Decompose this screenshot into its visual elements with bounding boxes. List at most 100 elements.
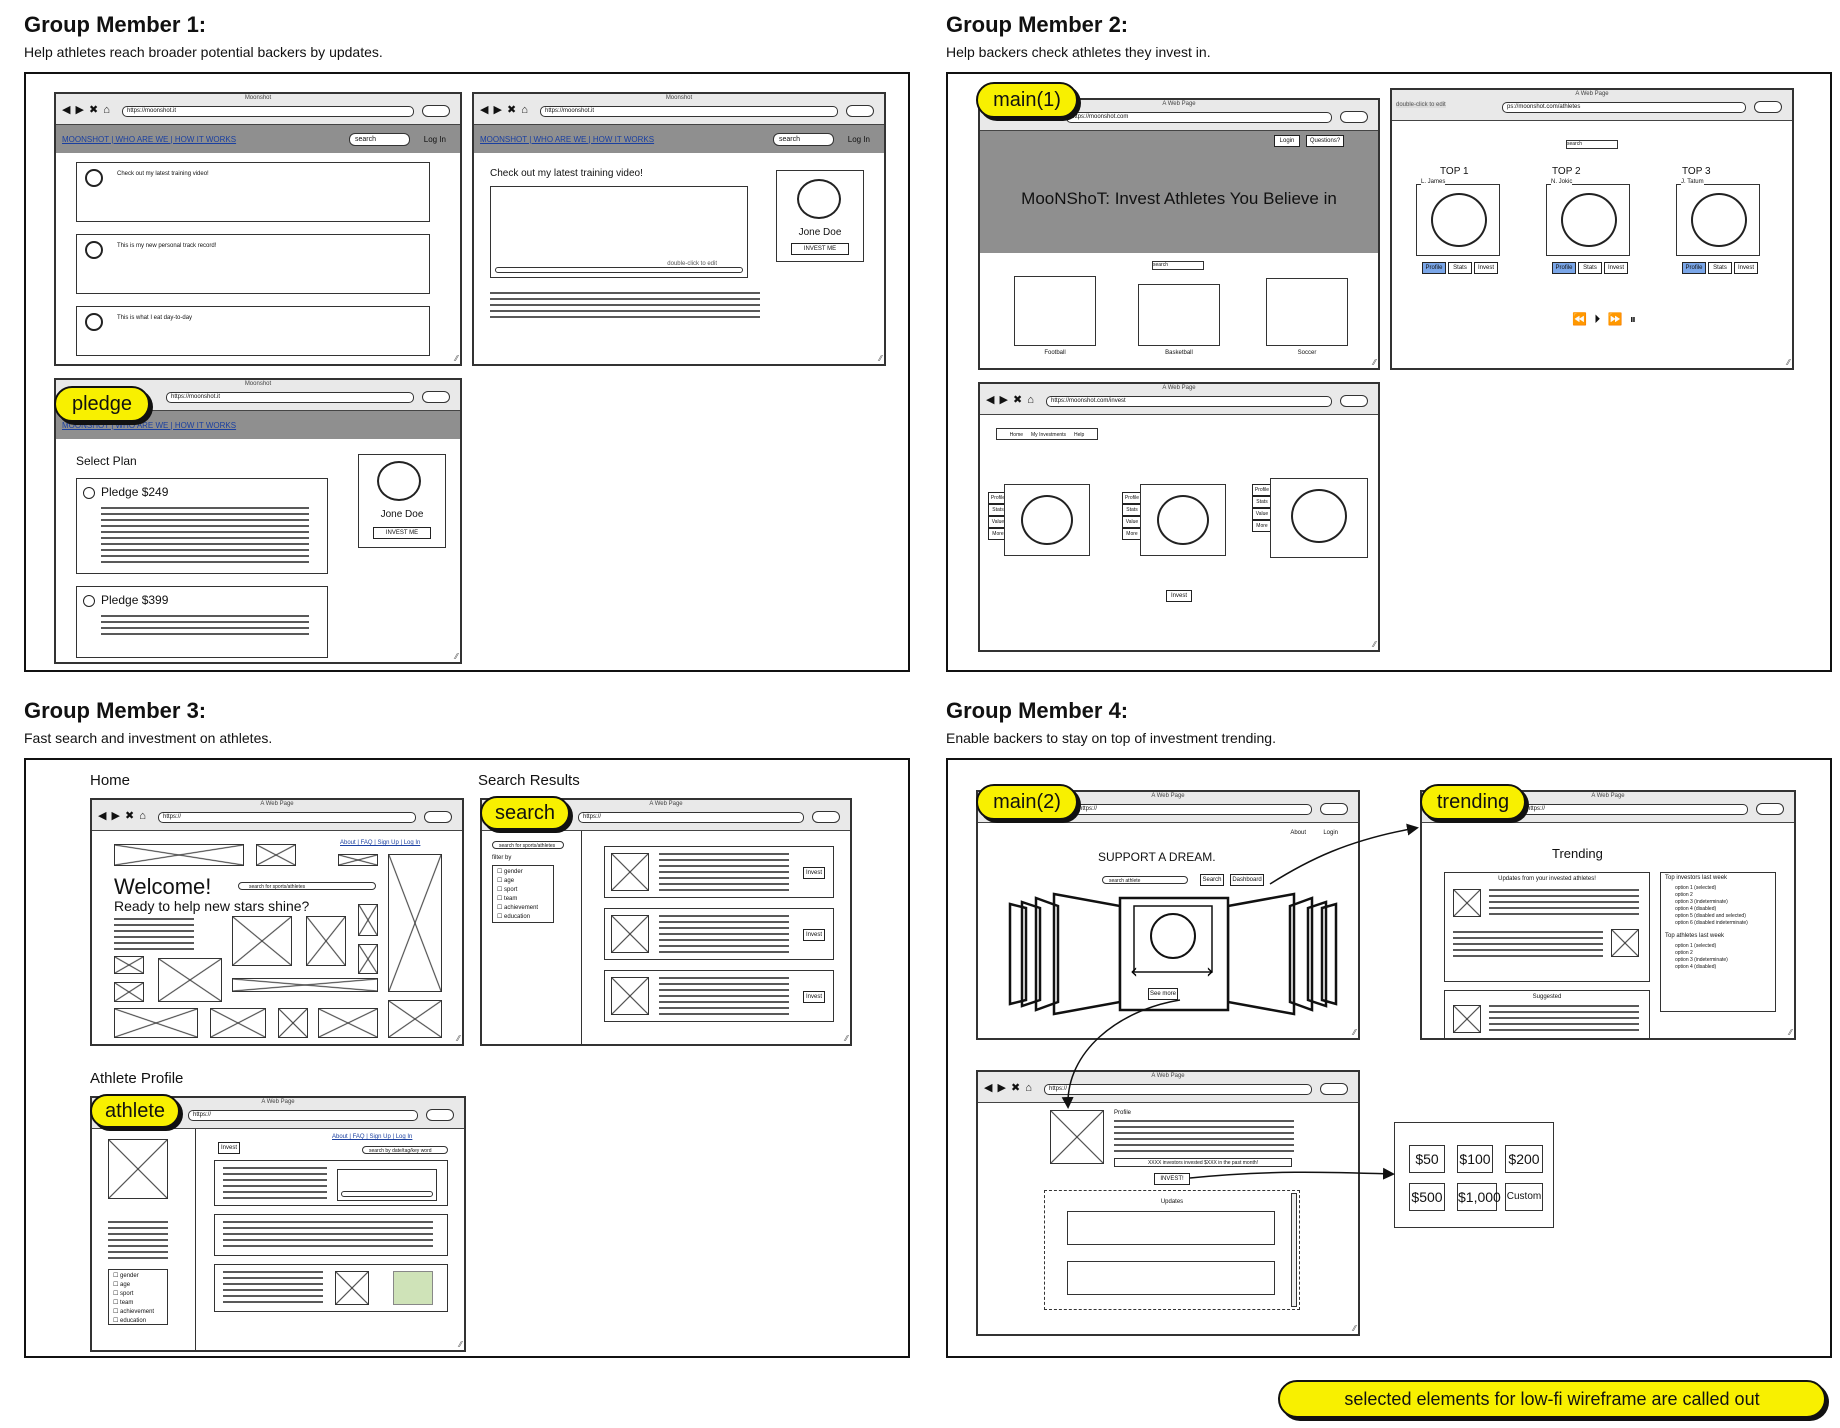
resize-grip-icon[interactable]: ⁄⁄ bbox=[1373, 640, 1376, 649]
investment-athlete-card[interactable] bbox=[1004, 484, 1090, 556]
amount-option[interactable]: Custom bbox=[1505, 1183, 1543, 1211]
filter-option[interactable]: ☐ education bbox=[497, 914, 531, 920]
side-tab[interactable]: Value bbox=[1122, 516, 1142, 528]
filter-option[interactable]: ☐ team bbox=[113, 1300, 134, 1306]
pledge-option-card[interactable]: Pledge $399 bbox=[76, 586, 328, 658]
feed-post-card[interactable]: Check out my latest training video! bbox=[76, 162, 430, 222]
update-card[interactable] bbox=[1067, 1211, 1275, 1245]
browser-search-button[interactable] bbox=[812, 811, 840, 823]
browser-search-button[interactable] bbox=[1320, 803, 1348, 815]
filter-option[interactable]: ☐ sport bbox=[497, 887, 518, 893]
menu-home[interactable]: Home bbox=[1009, 432, 1024, 438]
leaderboard-option[interactable]: option 4 (disabled) bbox=[1675, 906, 1717, 912]
browser-nav-icons[interactable]: ◀ ▶ ✖ ⌂ bbox=[986, 394, 1035, 406]
video-player[interactable]: double-click to edit bbox=[490, 186, 748, 278]
search-input[interactable]: search bbox=[1566, 140, 1618, 149]
browser-search-button[interactable] bbox=[422, 105, 450, 117]
resize-grip-icon[interactable]: ⁄⁄ bbox=[1373, 358, 1376, 367]
tab-stats[interactable]: Stats bbox=[1448, 262, 1472, 274]
url-field[interactable]: https:// bbox=[188, 1110, 418, 1121]
leaderboard-option[interactable]: option 1 (selected) bbox=[1675, 885, 1717, 891]
sport-tile[interactable] bbox=[1266, 278, 1348, 346]
url-field[interactable]: https:// bbox=[578, 812, 804, 823]
sport-tile[interactable] bbox=[1014, 276, 1096, 346]
side-tab[interactable]: Stats bbox=[1122, 504, 1142, 516]
scrollbar[interactable] bbox=[1291, 1193, 1297, 1307]
filter-option[interactable]: ☐ education bbox=[113, 1318, 147, 1324]
side-tab[interactable]: Stats bbox=[1252, 496, 1272, 508]
search-result-card[interactable]: Invest bbox=[604, 908, 834, 960]
tab-invest[interactable]: Invest bbox=[1474, 262, 1498, 274]
url-field[interactable]: https://moonshot.it bbox=[122, 106, 414, 117]
resize-grip-icon[interactable]: ⁄⁄ bbox=[459, 1340, 462, 1349]
browser-nav-icons[interactable]: ◀ ▶ ✖ ⌂ bbox=[984, 1082, 1033, 1094]
amount-option[interactable]: $200 bbox=[1505, 1145, 1543, 1173]
amount-option[interactable]: $100 bbox=[1457, 1145, 1493, 1173]
radio-button[interactable] bbox=[83, 595, 95, 607]
leaderboard-option[interactable]: option 1 (selected) bbox=[1675, 943, 1717, 949]
amount-option[interactable]: $500 bbox=[1409, 1183, 1445, 1211]
see-more-button[interactable]: See more bbox=[1148, 988, 1178, 1000]
browser-search-button[interactable] bbox=[426, 1109, 454, 1121]
site-nav-links[interactable]: MOONSHOT | WHO ARE WE | HOW IT WORKS bbox=[480, 135, 655, 144]
video-player[interactable] bbox=[337, 1169, 437, 1201]
amount-option[interactable]: $1,000 bbox=[1457, 1183, 1501, 1211]
leaderboard-option[interactable]: option 3 (indeterminate) bbox=[1675, 957, 1728, 963]
search-input[interactable]: search by date/tag/key word bbox=[362, 1146, 448, 1154]
resize-grip-icon[interactable]: ⁄⁄ bbox=[879, 354, 882, 363]
login-button[interactable]: Login bbox=[1274, 135, 1300, 147]
athlete-portrait[interactable]: J. Tatum bbox=[1676, 179, 1760, 256]
about-link[interactable]: About bbox=[1290, 830, 1306, 836]
browser-search-button[interactable] bbox=[1756, 803, 1784, 815]
investment-athlete-card[interactable] bbox=[1140, 484, 1226, 556]
resize-grip-icon[interactable]: ⁄⁄ bbox=[455, 354, 458, 363]
browser-search-button[interactable] bbox=[422, 391, 450, 403]
update-card[interactable] bbox=[1067, 1261, 1275, 1295]
tab-stats[interactable]: Stats bbox=[1578, 262, 1602, 274]
invest-me-button[interactable]: INVEST ME bbox=[791, 243, 849, 255]
browser-nav-icons[interactable]: ◀ ▶ ✖ ⌂ bbox=[62, 104, 111, 116]
top-links[interactable]: About | FAQ | Sign Up | Log In bbox=[332, 1134, 413, 1140]
site-search-input[interactable]: search bbox=[773, 133, 834, 146]
leaderboard-option[interactable]: option 4 (disabled) bbox=[1675, 964, 1717, 970]
side-tab[interactable]: Profile bbox=[1252, 484, 1272, 496]
carousel-coverflow[interactable]: ‹ › bbox=[1008, 892, 1338, 1016]
tab-stats[interactable]: Stats bbox=[1708, 262, 1732, 274]
amount-option[interactable]: $50 bbox=[1409, 1145, 1445, 1173]
side-tab[interactable]: More bbox=[1252, 520, 1272, 532]
invest-button[interactable]: Invest bbox=[1166, 590, 1192, 602]
search-result-card[interactable]: Invest bbox=[604, 846, 834, 898]
resize-grip-icon[interactable]: ⁄⁄ bbox=[457, 1034, 460, 1043]
browser-search-button[interactable] bbox=[424, 811, 452, 823]
filter-option[interactable]: ☐ age bbox=[113, 1282, 131, 1288]
tab-invest[interactable]: Invest bbox=[1604, 262, 1628, 274]
browser-search-button[interactable] bbox=[1340, 111, 1368, 123]
filter-option[interactable]: ☐ age bbox=[497, 878, 515, 884]
radio-button[interactable] bbox=[83, 487, 95, 499]
video-progress-bar[interactable] bbox=[341, 1191, 433, 1197]
url-field[interactable]: https://moonshot.it bbox=[166, 392, 414, 403]
sport-tile[interactable] bbox=[1138, 284, 1220, 346]
invest-button[interactable]: Invest bbox=[803, 929, 825, 941]
leaderboard-option[interactable]: option 3 (indeterminate) bbox=[1675, 899, 1728, 905]
tab-profile[interactable]: Profile bbox=[1682, 262, 1706, 274]
site-nav-links[interactable]: MOONSHOT | WHO ARE WE | HOW IT WORKS bbox=[62, 421, 237, 430]
url-field[interactable]: https:// bbox=[158, 812, 416, 823]
update-post-card[interactable] bbox=[214, 1264, 448, 1312]
browser-nav-icons[interactable]: ◀ ▶ ✖ ⌂ bbox=[98, 810, 147, 822]
chevron-right-icon[interactable]: › bbox=[1206, 959, 1214, 983]
search-button[interactable]: Search bbox=[1200, 874, 1224, 886]
resize-grip-icon[interactable]: ⁄⁄ bbox=[1787, 358, 1790, 367]
login-link[interactable]: Log In bbox=[847, 135, 870, 144]
site-nav-links[interactable]: MOONSHOT | WHO ARE WE | HOW IT WORKS bbox=[62, 135, 237, 144]
resize-grip-icon[interactable]: ⁄⁄ bbox=[1353, 1028, 1356, 1037]
filter-option[interactable]: ☐ achievement bbox=[113, 1309, 155, 1315]
chevron-left-icon[interactable]: ‹ bbox=[1130, 959, 1138, 983]
questions-button[interactable]: Questions? bbox=[1306, 135, 1344, 147]
url-field[interactable]: https://moonshot.com/invest bbox=[1046, 396, 1332, 407]
update-post-card[interactable] bbox=[214, 1214, 448, 1256]
url-field[interactable]: https:// bbox=[1044, 1084, 1312, 1095]
invest-button[interactable]: Invest bbox=[803, 867, 825, 879]
browser-search-button[interactable] bbox=[846, 105, 874, 117]
search-input[interactable]: search bbox=[1152, 261, 1204, 270]
